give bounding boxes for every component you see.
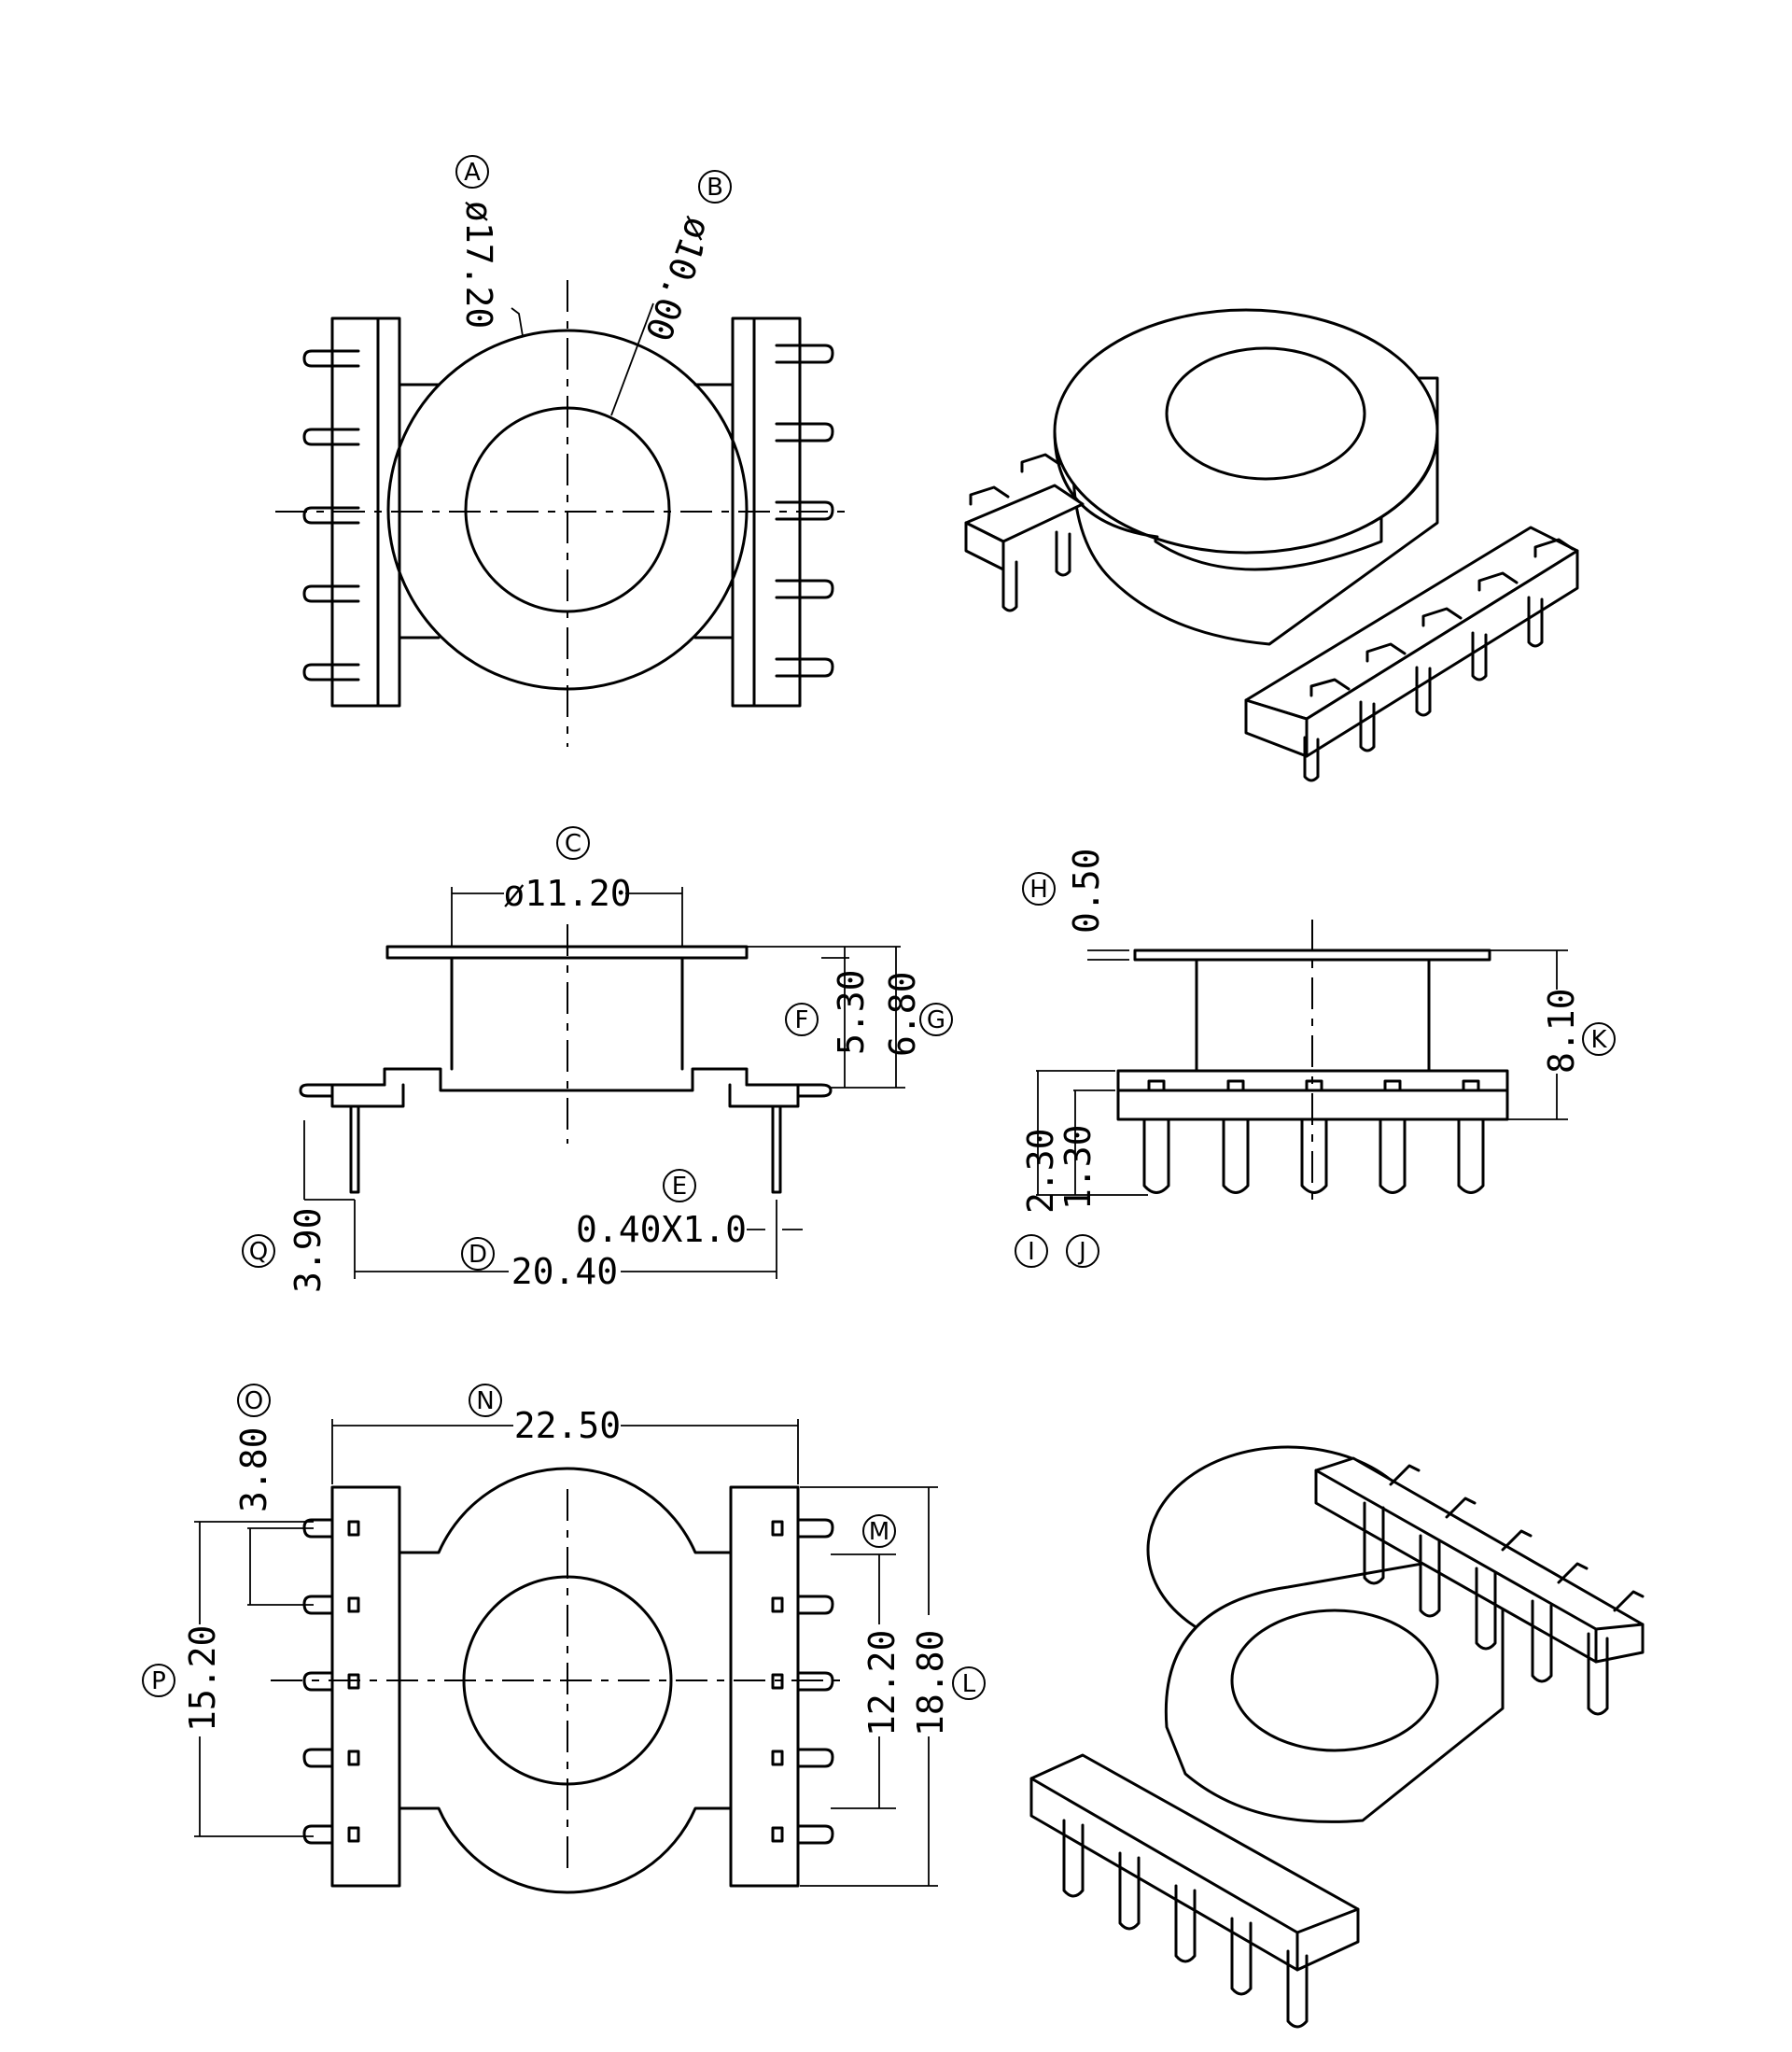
- dimension-M: M 12.20: [861, 1514, 903, 1736]
- dimension-K: K 8.10: [1541, 988, 1616, 1074]
- value-F: 5.30: [831, 969, 872, 1055]
- front-view: [1036, 920, 1568, 1209]
- value-A: ø17.20: [458, 201, 499, 329]
- label-O: O: [245, 1387, 263, 1415]
- value-M: 12.20: [861, 1630, 903, 1736]
- label-A: A: [464, 159, 481, 187]
- dimension-G: G 6.80: [882, 971, 953, 1057]
- label-D: D: [469, 1241, 487, 1269]
- value-H: 0.50: [1066, 848, 1107, 934]
- dimension-E: E 0.40X1.0: [576, 1169, 747, 1250]
- value-Q: 3.90: [287, 1207, 329, 1293]
- left-hook-pins: [302, 349, 360, 682]
- value-P: 15.20: [182, 1625, 223, 1732]
- isometric-view-top: [964, 308, 1579, 782]
- value-G: 6.80: [882, 971, 923, 1057]
- label-F: F: [795, 1006, 809, 1034]
- dimension-O: O 3.80: [233, 1384, 274, 1512]
- label-J: J: [1077, 1238, 1086, 1266]
- side-view: [299, 887, 905, 1279]
- dimension-Q: Q 3.90: [242, 1207, 329, 1293]
- dimension-D: D 20.40: [461, 1237, 618, 1292]
- dimension-H: H 0.50: [1022, 848, 1107, 934]
- top-view: [275, 280, 849, 747]
- label-Q: Q: [249, 1238, 268, 1266]
- value-O: 3.80: [233, 1427, 274, 1512]
- dimension-C: C ø11.20: [503, 826, 632, 914]
- value-I: 2.30: [1020, 1128, 1061, 1214]
- dimension-A: A ø17.20: [455, 155, 499, 329]
- label-N: N: [476, 1387, 494, 1415]
- value-J: 1.30: [1057, 1124, 1099, 1210]
- bottom-view: [194, 1419, 938, 1894]
- value-E: 0.40X1.0: [576, 1209, 747, 1250]
- label-G: G: [927, 1006, 945, 1034]
- value-L: 18.80: [910, 1630, 951, 1736]
- iso-flange-disc: [1053, 308, 1439, 555]
- value-N: 22.50: [514, 1405, 621, 1446]
- label-C: C: [565, 830, 581, 858]
- value-K: 8.10: [1541, 988, 1582, 1074]
- dimension-L: L 18.80: [910, 1630, 986, 1736]
- value-B: ø10.00: [637, 212, 720, 346]
- dimension-N: N 22.50: [469, 1384, 621, 1446]
- isometric-view-bottom: [1029, 1445, 1645, 2029]
- label-I: I: [1028, 1238, 1035, 1266]
- dimension-B: B ø10.00: [637, 170, 732, 346]
- label-K: K: [1590, 1026, 1607, 1054]
- dimension-P: P 15.20: [142, 1625, 223, 1732]
- label-H: H: [1029, 876, 1048, 904]
- value-D: 20.40: [511, 1251, 618, 1292]
- label-E: E: [672, 1173, 687, 1201]
- dimension-I: I 2.30: [1015, 1128, 1061, 1268]
- right-hook-pins: [775, 344, 834, 678]
- value-C: ø11.20: [503, 873, 631, 914]
- label-P: P: [151, 1667, 166, 1695]
- label-M: M: [869, 1518, 889, 1546]
- label-B: B: [707, 174, 723, 202]
- dimension-J: J 1.30: [1057, 1124, 1099, 1268]
- label-L: L: [962, 1670, 976, 1698]
- dimension-F: F 5.30: [785, 969, 872, 1055]
